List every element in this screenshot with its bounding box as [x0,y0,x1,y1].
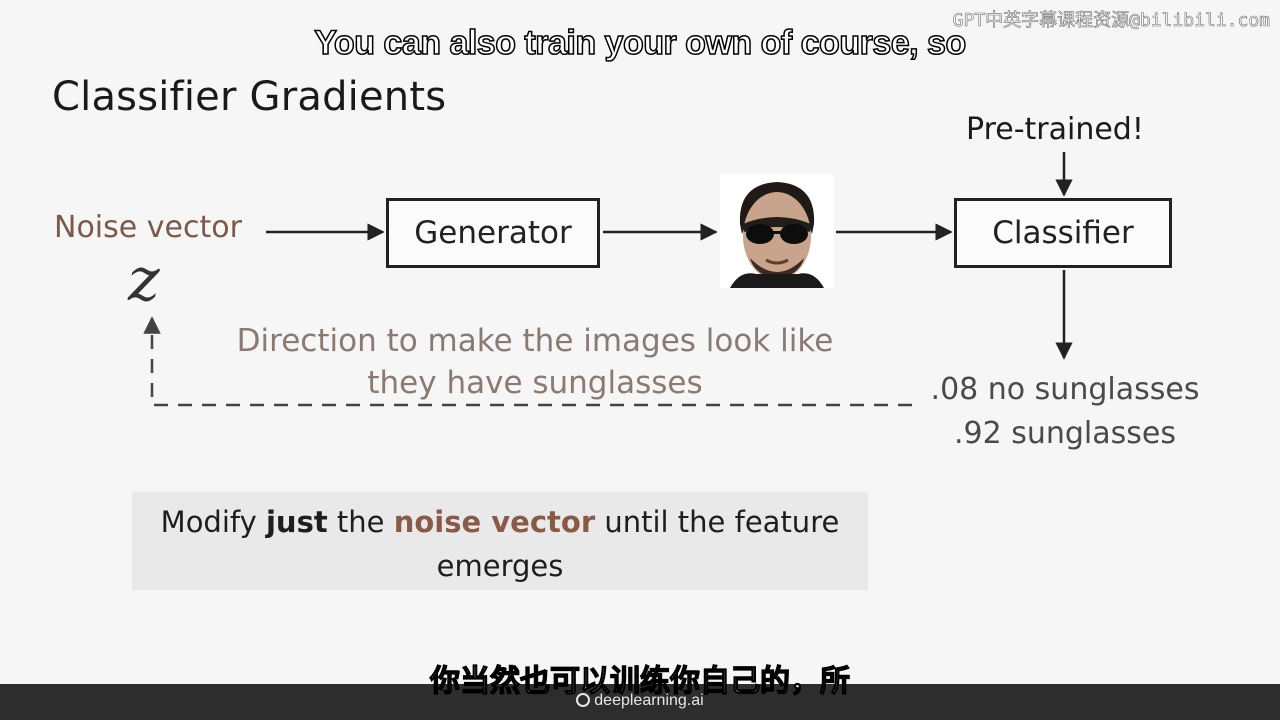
subtitle-chinese: 你当然也可以训练你自己的，所 [429,663,850,699]
callout-box: Modify just the noise vector until the f… [132,492,868,590]
brand-label: deeplearning.ai [594,692,704,709]
classifier-label: Classifier [992,215,1134,251]
callout-part2: the [327,505,394,539]
classifier-probabilities: .08 no sunglasses .92 sunglasses [900,368,1230,456]
direction-line-1: Direction to make the images look like [236,323,834,359]
watermark: GPT中英字幕课程资源@bilibili.com [952,10,1270,32]
z-symbol: z [128,245,160,315]
callout-part3: until the feature emerges [436,505,840,583]
callout-accent-noise-vector: noise vector [393,505,596,539]
generator-box: Generator [386,198,600,268]
noise-vector-label: Noise vector [54,210,242,245]
subtitle-english: You can also train your own of course, s… [314,23,967,63]
direction-text: Direction to make the images look like t… [210,320,860,404]
callout-part1: Modify [160,505,266,539]
prob-sunglasses: .92 sunglasses [953,416,1176,451]
deeplearning-logo-icon [576,693,591,707]
generator-label: Generator [414,215,572,251]
pretrained-label: Pre-trained! [966,112,1144,147]
slide-title: Classifier Gradients [52,74,447,120]
brand-footer: deeplearning.ai [0,692,1280,710]
callout-bold-just: just [265,505,328,539]
prob-no-sunglasses: .08 no sunglasses [930,372,1200,407]
generated-face-image [720,174,834,288]
bottom-bar [0,684,1280,720]
classifier-box: Classifier [954,198,1172,268]
dashed-feedback-arrow [143,316,912,407]
direction-line-2: they have sunglasses [367,365,703,401]
